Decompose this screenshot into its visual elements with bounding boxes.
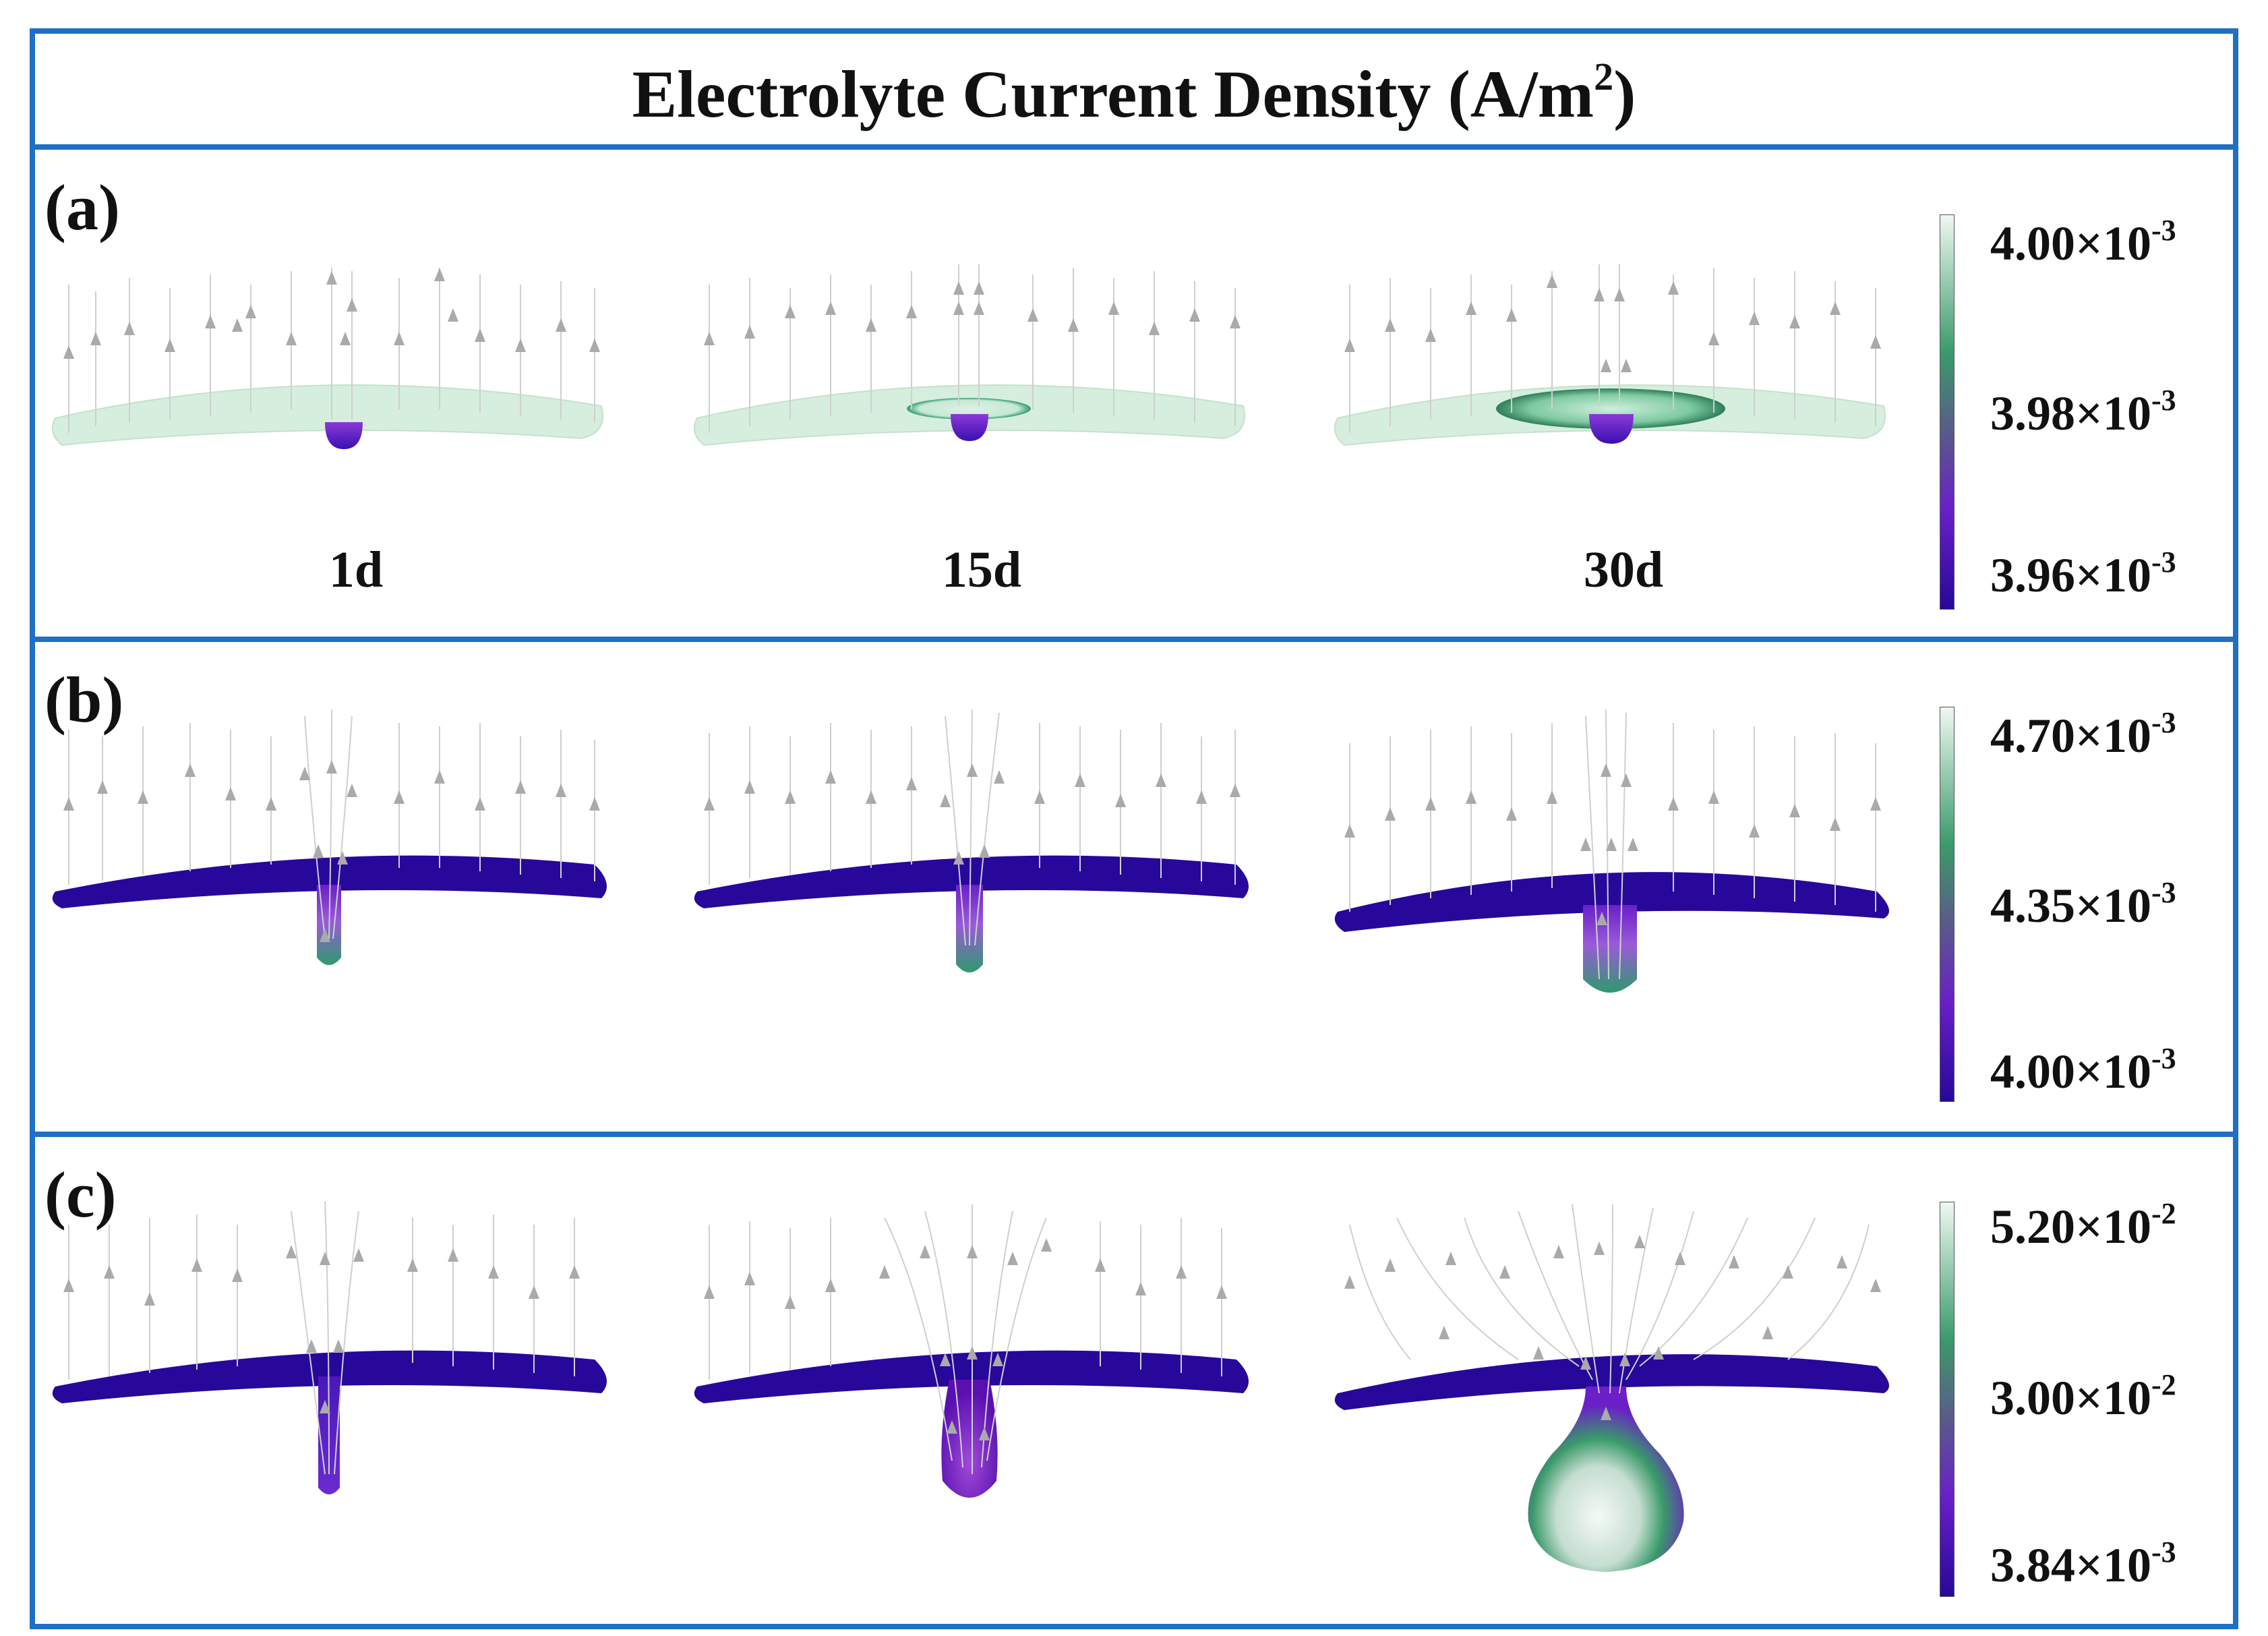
colorbar-c-tick-max: 5.20×10-2 [1990, 1197, 2176, 1254]
colorbar-a-tick-min: 3.96×10-3 [1990, 546, 2176, 602]
sim-a-15d [693, 264, 1245, 446]
time-label-15d: 15d [941, 542, 1022, 598]
colorbar-c [1940, 1202, 1954, 1597]
sim-c-30d [1334, 1204, 1889, 1572]
panel-a: (a) [30, 144, 2238, 642]
sim-a-30d [1334, 264, 1886, 446]
figure-title: Electrolyte Current Density (A/m2) [632, 54, 1636, 132]
sim-c-1d [52, 1200, 607, 1494]
sim-b-15d [694, 709, 1249, 972]
colorbar-b [1940, 707, 1954, 1102]
time-label-30d: 30d [1583, 542, 1664, 598]
sim-b-1d [52, 709, 607, 965]
plot-c [52, 1200, 1889, 1572]
colorbar-b-tick-mid: 4.35×10-3 [1990, 876, 2176, 933]
time-label-1d: 1d [328, 542, 384, 598]
colorbar-b-tick-min: 4.00×10-3 [1990, 1042, 2176, 1099]
panel-label-b: (b) [44, 664, 124, 736]
title-box: Electrolyte Current Density (A/m2) [30, 28, 2238, 150]
colorbar-a-tick-max: 4.00×10-3 [1990, 214, 2176, 270]
colorbar-c-tick-mid: 3.00×10-2 [1990, 1368, 2176, 1425]
panel-c: (c) [30, 1132, 2238, 1629]
sim-a-1d [51, 268, 603, 449]
colorbar-b-tick-max: 4.70×10-3 [1990, 706, 2176, 763]
sim-b-30d [1334, 709, 1889, 993]
panel-label-a: (a) [44, 171, 120, 243]
panel-b: (b) [30, 637, 2238, 1137]
sim-c-15d [694, 1204, 1249, 1498]
colorbar-a-tick-mid: 3.98×10-3 [1990, 384, 2176, 440]
plot-b [52, 709, 1889, 993]
colorbar-a [1940, 214, 1954, 610]
plot-a [51, 264, 1886, 449]
colorbar-c-tick-min: 3.84×10-3 [1990, 1536, 2176, 1592]
panel-label-c: (c) [44, 1159, 117, 1231]
